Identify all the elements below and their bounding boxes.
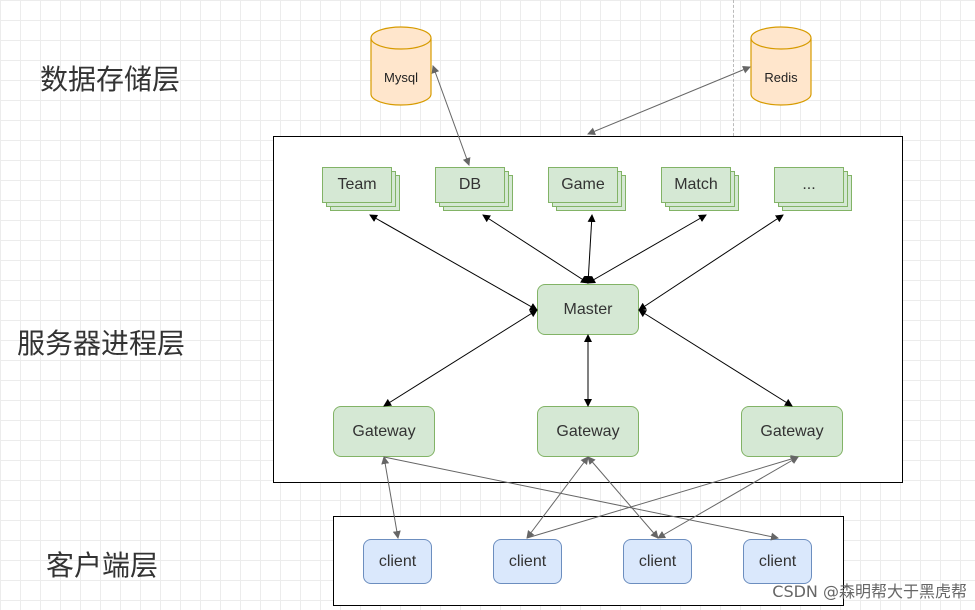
edge-master-gateway3 (638, 309, 793, 407)
module-more-label: ... (774, 167, 844, 203)
module-more: ... (774, 167, 852, 211)
master-node: Master (537, 284, 639, 335)
edge-more-master (638, 214, 784, 311)
edge-gw3-client3 (657, 456, 799, 539)
edge-team-master (369, 214, 538, 311)
client-node-1: client (363, 539, 432, 584)
module-game-label: Game (548, 167, 618, 203)
module-match-label: Match (661, 167, 731, 203)
gateway-node-3: Gateway (741, 406, 843, 457)
server-layer-label: 服务器进程层 (17, 327, 186, 360)
client-node-2: client (493, 539, 562, 584)
module-db: DB (435, 167, 513, 211)
edge-gw2-client3 (587, 456, 659, 539)
client-layer-label: 客户端层 (46, 549, 159, 582)
redis-database-icon (750, 26, 812, 106)
mysql-label: Mysql (384, 70, 418, 85)
module-match: Match (661, 167, 739, 211)
module-team-label: Team (322, 167, 392, 203)
csdn-watermark: CSDN @森明帮大于黑虎帮 (772, 582, 967, 601)
edge-game-master (584, 214, 596, 284)
edge-gw1-client1 (381, 456, 401, 539)
edge-gw3-client2 (526, 455, 799, 539)
client-node-3: client (623, 539, 692, 584)
edge-gw1-client4 (383, 456, 779, 541)
edge-gw2-client2 (526, 456, 589, 539)
module-db-label: DB (435, 167, 505, 203)
client-node-4: client (743, 539, 812, 584)
edge-mysql-db (431, 65, 471, 166)
edge-redis-server (587, 65, 751, 136)
module-game: Game (548, 167, 626, 211)
module-team: Team (322, 167, 400, 211)
edge-match-master (587, 214, 707, 284)
storage-layer-label: 数据存储层 (40, 63, 181, 96)
mysql-database-icon (370, 26, 432, 106)
edge-db-master (482, 214, 589, 284)
redis-label: Redis (764, 70, 798, 85)
edge-master-gateway1 (383, 309, 538, 407)
gateway-node-1: Gateway (333, 406, 435, 457)
gateway-node-2: Gateway (537, 406, 639, 457)
